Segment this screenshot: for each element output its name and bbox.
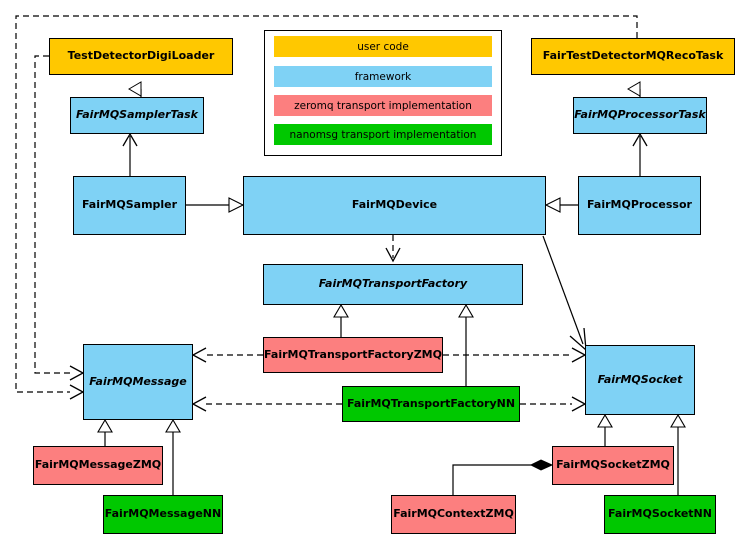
edge-device-to-socket bbox=[542, 235, 587, 352]
legend-item-nanomsg: nanomsg transport implementation bbox=[274, 124, 492, 145]
edge-transportfactorynn-to-socket bbox=[520, 396, 587, 412]
class-node-fairmqsocketzmq[interactable]: FairMQSocketZMQ bbox=[552, 446, 674, 485]
edge-transportfactoryzmq-to-socket bbox=[443, 347, 587, 363]
class-label: FairMQContextZMQ bbox=[393, 507, 514, 521]
class-node-fairmqmessagezmq[interactable]: FairMQMessageZMQ bbox=[33, 446, 163, 485]
edge-transportfactorynn-to-message bbox=[191, 396, 342, 412]
class-node-testdetectordigiloader[interactable]: TestDetectorDigiLoader bbox=[49, 38, 233, 75]
class-label: FairMQTransportFactoryZMQ bbox=[264, 347, 442, 361]
class-label: FairMQMessage bbox=[89, 374, 187, 388]
class-label: FairMQTransportFactoryNN bbox=[346, 396, 516, 410]
class-label: FairMQMessageNN bbox=[104, 507, 222, 521]
class-node-fairmqcontextzmq[interactable]: FairMQContextZMQ bbox=[391, 495, 516, 534]
class-node-fairmqmessagenn[interactable]: FairMQMessageNN bbox=[103, 495, 223, 534]
legend-item-user-code: user code bbox=[274, 36, 492, 57]
legend-item-zeromq: zeromq transport implementation bbox=[274, 95, 492, 116]
class-label: FairMQSocketZMQ bbox=[556, 458, 670, 472]
class-node-fairmqtransportfactory[interactable]: FairMQTransportFactory bbox=[263, 264, 523, 305]
class-label: TestDetectorDigiLoader bbox=[67, 49, 215, 63]
class-node-fairtestdetectormqrecotask[interactable]: FairTestDetectorMQRecoTask bbox=[531, 38, 735, 75]
class-label: FairMQDevice bbox=[351, 198, 438, 212]
edge-socketzmq-to-socket bbox=[597, 413, 613, 446]
edge-transportfactorynn-to-transportfactory bbox=[458, 303, 474, 386]
legend-label-zeromq: zeromq transport implementation bbox=[294, 99, 472, 112]
legend-label-nanomsg: nanomsg transport implementation bbox=[289, 128, 477, 141]
edge-processor-to-processortask bbox=[632, 132, 648, 176]
class-node-fairmqsampler[interactable]: FairMQSampler bbox=[73, 176, 186, 235]
edge-messagenn-to-message bbox=[165, 418, 181, 495]
edge-transportfactoryzmq-to-transportfactory bbox=[333, 303, 349, 337]
class-label: FairMQSocket bbox=[597, 372, 683, 386]
class-node-fairmqtransportfactorynn[interactable]: FairMQTransportFactoryNN bbox=[342, 386, 520, 422]
class-label: FairMQSamplerTask bbox=[76, 108, 198, 122]
legend-label-framework: framework bbox=[354, 70, 412, 83]
class-node-fairmqtransportfactoryzmq[interactable]: FairMQTransportFactoryZMQ bbox=[263, 337, 443, 373]
class-label: FairMQSocketNN bbox=[608, 507, 712, 521]
class-node-fairmqsamplertask[interactable]: FairMQSamplerTask bbox=[70, 97, 204, 134]
class-node-fairmqprocessor[interactable]: FairMQProcessor bbox=[578, 176, 701, 235]
class-label: FairTestDetectorMQRecoTask bbox=[542, 49, 724, 63]
class-label: FairMQMessageZMQ bbox=[34, 458, 162, 472]
edge-device-to-transportfactory bbox=[385, 235, 401, 263]
legend-label-user-code: user code bbox=[357, 40, 409, 53]
edge-messagezmq-to-message bbox=[97, 418, 113, 446]
edge-sampler-to-device bbox=[186, 197, 245, 213]
class-node-fairmqmessage[interactable]: FairMQMessage bbox=[83, 344, 193, 420]
edge-processor-to-device bbox=[544, 197, 578, 213]
class-label: FairMQProcessorTask bbox=[574, 108, 706, 122]
class-label: FairMQSampler bbox=[81, 198, 178, 212]
class-label: FairMQProcessor bbox=[587, 198, 692, 212]
edge-sampler-to-samplertask bbox=[122, 132, 138, 176]
edge-contextzmq-to-socketzmq bbox=[452, 459, 554, 495]
class-node-fairmqdevice[interactable]: FairMQDevice bbox=[243, 176, 546, 235]
edge-transportfactoryzmq-to-message bbox=[191, 347, 263, 363]
edge-socketnn-to-socket bbox=[670, 413, 686, 495]
class-node-fairmqprocessortask[interactable]: FairMQProcessorTask bbox=[573, 97, 707, 134]
legend-item-framework: framework bbox=[274, 66, 492, 87]
class-node-fairmqsocketnn[interactable]: FairMQSocketNN bbox=[604, 495, 716, 534]
class-label: FairMQTransportFactory bbox=[318, 277, 468, 291]
class-node-fairmqsocket[interactable]: FairMQSocket bbox=[585, 345, 695, 415]
